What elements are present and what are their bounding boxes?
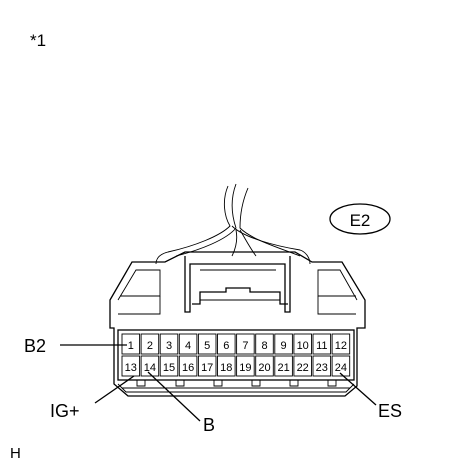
pin-cell <box>178 333 198 355</box>
pin-number: 1 <box>128 340 134 352</box>
pin-number: 17 <box>201 362 213 374</box>
pin-number: 20 <box>258 362 270 374</box>
pin-number: 13 <box>125 362 137 374</box>
pin-number: 14 <box>144 362 156 374</box>
pin-number: 3 <box>166 340 172 352</box>
pin-cell <box>121 333 141 355</box>
corner-mark: H <box>10 445 21 462</box>
pin-number: 10 <box>297 340 309 352</box>
connector-housing <box>109 251 366 397</box>
pin-cell <box>178 355 198 377</box>
pin-number: 4 <box>185 340 191 352</box>
pin-number: 9 <box>281 340 287 352</box>
pin-cell <box>197 355 217 377</box>
pin-cell <box>140 355 160 377</box>
pin-cell <box>255 355 274 377</box>
key-notches <box>136 380 337 387</box>
pin-number: 11 <box>316 340 327 352</box>
leader-lines <box>60 344 377 422</box>
pin-number: 7 <box>242 340 248 352</box>
pin-number: 19 <box>239 362 251 374</box>
pin-number: 5 <box>204 340 210 352</box>
pin-number: 2 <box>147 340 153 352</box>
pin-number: 15 <box>163 362 175 374</box>
pin-number: 24 <box>335 362 347 374</box>
pin-number: 12 <box>335 340 347 352</box>
pin-cell <box>331 333 351 355</box>
pin-cell <box>312 333 332 355</box>
callout-label: *1 <box>30 31 46 50</box>
pin-cell <box>236 355 255 377</box>
pin-cell <box>312 355 332 377</box>
pin-cell <box>293 355 312 377</box>
pin-cell <box>255 333 274 355</box>
pin-cell <box>197 333 217 355</box>
pin-cell <box>121 355 141 377</box>
wire-harness <box>155 183 311 265</box>
pin-number: 6 <box>223 340 229 352</box>
pin-cell <box>159 333 179 355</box>
pin-cell <box>217 355 236 377</box>
pin-cell <box>159 355 179 377</box>
pin-cell <box>293 333 312 355</box>
terminal-label-b2: B2 <box>24 336 46 356</box>
pin-number: 16 <box>182 362 194 374</box>
leader-ig <box>94 375 135 404</box>
pin-cell <box>331 355 351 377</box>
connector-code-label: E2 <box>350 211 371 230</box>
terminal-label-b: B <box>203 415 215 435</box>
connector-code-oval <box>329 203 391 235</box>
terminal-label-ig: IG+ <box>50 401 80 421</box>
pin-number: 8 <box>261 340 267 352</box>
terminal-label-es: ES <box>378 401 402 421</box>
pin-cell <box>274 355 293 377</box>
pin-number: 23 <box>316 362 328 374</box>
leader-es <box>339 372 377 406</box>
pin-cell <box>236 333 255 355</box>
connector-code-badge: E2 <box>329 203 391 235</box>
pin-number: 18 <box>220 362 232 374</box>
pin-cell <box>217 333 236 355</box>
pin-number: 21 <box>277 362 289 374</box>
pin-cell <box>140 333 160 355</box>
pin-number: 22 <box>297 362 309 374</box>
leader-b <box>147 371 201 422</box>
pin-cell <box>274 333 293 355</box>
